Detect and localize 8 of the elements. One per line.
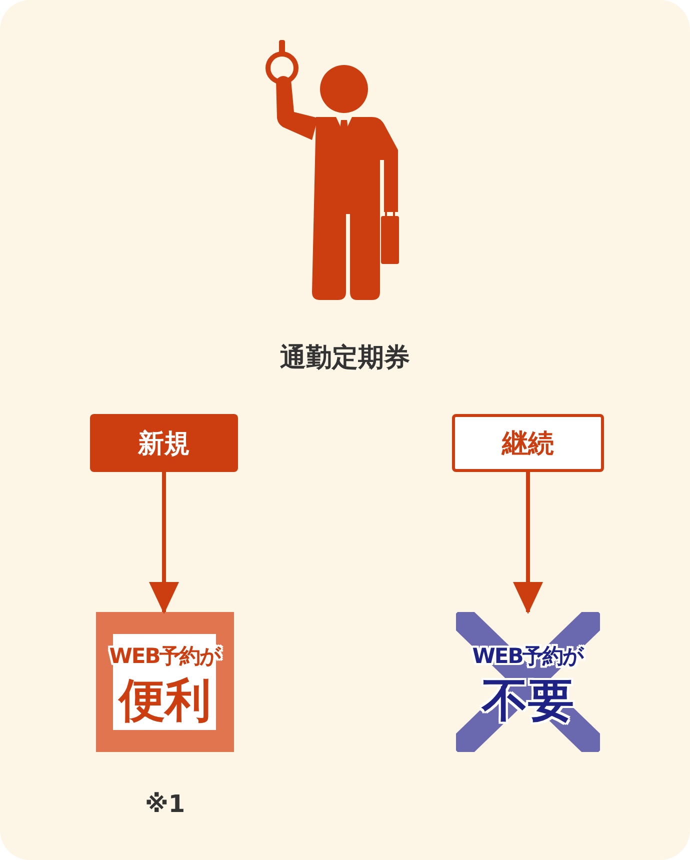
- large-text: 便利: [117, 672, 212, 729]
- caption-text: 通勤定期券: [279, 342, 411, 375]
- label-box: 新規: [90, 414, 238, 472]
- label-box: 継続: [452, 414, 604, 472]
- note-mark: ※1: [144, 790, 186, 818]
- arrow: [513, 472, 543, 614]
- arrow: [149, 472, 179, 614]
- framed-badge: [96, 612, 234, 752]
